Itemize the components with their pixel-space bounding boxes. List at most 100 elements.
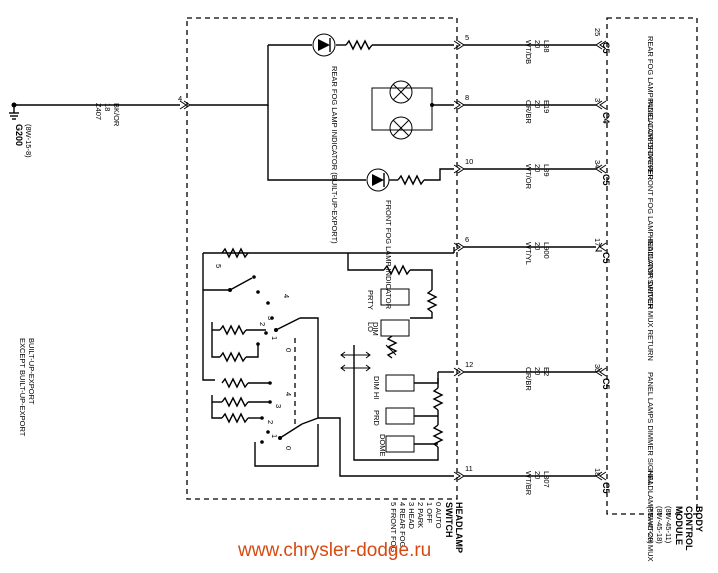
bcm-pin-25: 25 <box>593 28 602 36</box>
bcm-conn-c5-b: C5 <box>601 174 611 186</box>
wire-l38-circuit: L38 <box>542 40 551 53</box>
bcm-conn-c5-c: C5 <box>601 252 611 264</box>
dim-label: DIM <box>371 322 380 336</box>
prty-resistor <box>426 289 438 313</box>
body-control-module-box <box>606 17 698 515</box>
bcm-conn-c5-a: C5 <box>601 42 611 54</box>
prd-label: PRD <box>372 410 381 426</box>
bcm-title-2: CONTROL <box>684 506 694 551</box>
sw-pin-11: 11 <box>465 464 473 473</box>
lo-label: LO <box>366 322 375 332</box>
sw-num-3b: 3 <box>274 404 283 408</box>
sw-pin-6: 6 <box>465 235 469 244</box>
switch-pos-4: 4 REAR FOG <box>398 502 407 548</box>
sw-pins <box>453 40 465 481</box>
switch-resistor-2 <box>219 351 247 363</box>
front-fog-led <box>366 168 390 192</box>
wire-l307-circuit: L307 <box>542 471 551 488</box>
prd-element <box>385 407 415 425</box>
bcm-pin-17: 17 <box>593 238 602 246</box>
wire-e19-color: OR/BR <box>524 100 533 124</box>
bcm-func-front-fog: FRONT FOG LAMP INDICATOR DRIVER <box>646 170 655 310</box>
bcm-title-3: MODULE <box>674 506 684 545</box>
bcm-func-dimmer: PANEL LAMPS DIMMER SIGNAL <box>646 372 655 485</box>
bcm-func-rear-fog: REAR FOG LAMP INDICATOR DRIVER <box>646 36 655 171</box>
sw-num-0b: 0 <box>284 446 293 450</box>
dimmer-resistor-1 <box>432 387 444 411</box>
bcm-ref-2: (8W-45-18) <box>655 506 664 544</box>
wire-l39-color: WT/OR <box>524 164 533 190</box>
ground-bus <box>190 45 269 106</box>
lo-element <box>380 319 410 337</box>
wire-l307-gauge: 20 <box>533 471 542 479</box>
bcm-func-mux: HEADLAMP SWITCH MUX <box>646 470 655 562</box>
ground-wire-circuit: Z407 <box>94 103 103 120</box>
sw-num-4b: 4 <box>284 392 293 396</box>
front-fog-indicator-label: FRONT FOG LAMP INDICATOR <box>384 200 393 310</box>
prty-element <box>380 288 410 306</box>
sw-num-2a: 2 <box>258 322 267 326</box>
prty-series-resistor <box>383 264 411 276</box>
headlamp-switch-box <box>186 17 458 500</box>
sw-pin-5: 5 <box>465 33 469 42</box>
bcm-conn-c4: C4 <box>601 112 611 124</box>
wire-l39-gauge: 20 <box>533 164 542 172</box>
switch-pos-2: 2 PARK <box>416 502 425 528</box>
switch-pos-5: 5 FRONT FOG <box>389 502 398 552</box>
wire-l38-gauge: 20 <box>533 40 542 48</box>
bcm-pin-30: 30 <box>593 364 602 372</box>
sw-num-4a: 4 <box>282 294 291 298</box>
prty-label: PRTY <box>366 290 375 310</box>
ground-wire-color: BK/OR <box>112 103 121 127</box>
dome-element <box>385 435 415 453</box>
sw-num-3a: 3 <box>266 316 275 320</box>
rear-fog-resistor <box>345 39 373 51</box>
switch-resistor-5 <box>221 412 249 424</box>
bcm-ref-1: (8W-45-11) <box>664 506 673 544</box>
legend-built-up-export: BUILT-UP-EXPORT <box>27 338 36 405</box>
switch-resistor-3 <box>221 377 249 389</box>
wire-l900-circuit: L900 <box>542 242 551 259</box>
pin-4-label: 4 <box>178 94 182 103</box>
dimmer-rheostat <box>386 335 398 359</box>
ground-wire-gauge: 18 <box>103 103 112 111</box>
switch-title-2: SWITCH <box>444 502 454 538</box>
rear-fog-led <box>312 33 336 57</box>
sw-num-1a: 1 <box>270 336 279 340</box>
switch-pos-1: 1 OFF <box>425 502 434 524</box>
wire-e19-gauge: 20 <box>533 100 542 108</box>
wire-l38-color: WT/DB <box>524 40 533 64</box>
ground-bus-2 <box>267 105 310 181</box>
rear-fog-indicator-label: REAR FOG LAMP INDICATOR (BUILT-UP-EXPORT… <box>330 66 339 244</box>
panel-lamp-bulb-2 <box>389 116 413 140</box>
mux-resistor-top <box>221 247 249 259</box>
ground-ref: (8W-15-8) <box>24 124 33 158</box>
bcm-title-1: BODY <box>694 506 704 532</box>
sw-pin-10: 10 <box>465 157 473 166</box>
wire-l900-color: WT/YL <box>524 242 533 265</box>
front-fog-resistor <box>397 174 425 186</box>
sw-num-5: 5 <box>214 264 223 268</box>
switch-pos-3: 3 HEAD <box>407 502 416 530</box>
legend-except-export: EXCEPT BUILT-UP-EXPORT <box>18 338 27 437</box>
bcm-func-panel-lamps: PANEL LAMPS DRIVER <box>646 98 655 180</box>
switch-resistor-1 <box>219 324 247 336</box>
sw-num-1b: 1 <box>270 434 279 438</box>
sw-num-2b: 2 <box>266 420 275 424</box>
bcm-pin-18: 18 <box>593 468 602 476</box>
bcm-func-mux-return: HEADLAMP SWITCH MUX RETURN <box>646 236 655 361</box>
ground-symbol <box>9 102 19 120</box>
bcm-pin-3: 3 <box>593 98 602 102</box>
switch-left-rail <box>202 253 215 381</box>
panel-lamp-bulb-1 <box>389 80 413 104</box>
sw-num-0a: 0 <box>284 348 293 352</box>
switch-resistor-4 <box>221 396 249 408</box>
sw-pin-12: 12 <box>465 360 473 369</box>
dim-hi-element <box>385 374 415 392</box>
switch-title-1: HEADLAMP <box>454 502 464 553</box>
wire-l900-gauge: 20 <box>533 242 542 250</box>
watermark: www.chrysler-dodge.ru <box>237 540 431 561</box>
bcm-conn-c5-d: C5 <box>601 378 611 390</box>
wire-e2-circuit: E2 <box>542 367 551 376</box>
